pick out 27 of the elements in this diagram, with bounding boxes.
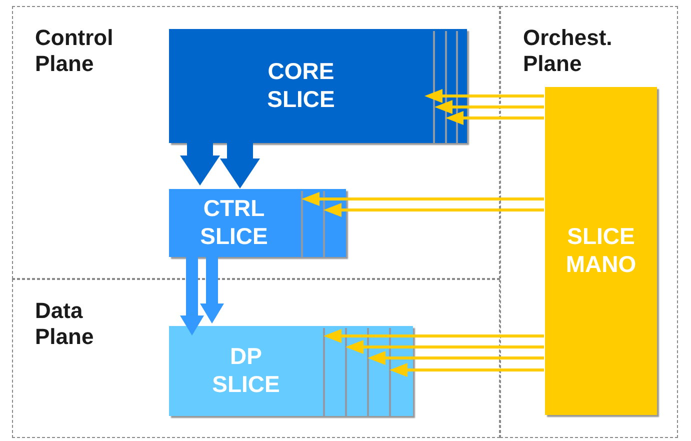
slice-label: CORE SLICE [266,57,336,114]
arrow [302,192,544,206]
plane-heading: Data Plane [35,298,95,351]
arrow [446,111,544,125]
plane-heading: Control Plane [35,25,114,78]
arrow [200,256,224,324]
arrow [390,363,544,377]
slice-label: SLICE MANO [564,222,638,279]
arrow [180,142,220,186]
slice-box [169,29,467,143]
arrow [324,329,544,343]
orchestrator-box [545,87,657,415]
plane-heading: Orchest. Plane [523,25,614,78]
arrow [346,340,544,354]
arrow [180,256,204,336]
arrow [434,100,544,114]
slice-box [169,189,346,257]
arrow [324,203,544,217]
plane-region [500,6,678,438]
plane-region [12,279,500,438]
slice-label: DP SLICE [211,342,281,399]
plane-region [12,6,500,279]
arrow [368,351,544,365]
arrow [220,142,260,188]
arrow [424,89,544,103]
slice-box [169,326,413,416]
slice-label: CTRL SLICE [199,194,269,251]
